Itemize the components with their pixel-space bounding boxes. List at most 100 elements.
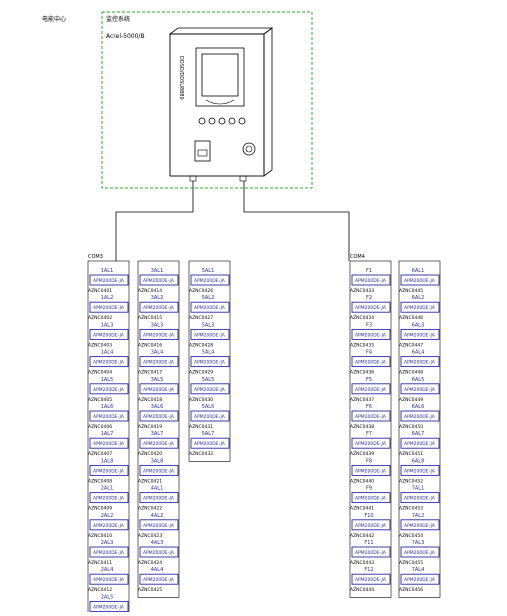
meter-box	[139, 383, 179, 395]
meter-box	[139, 437, 179, 449]
meter-tag-label: AZNC0441	[350, 506, 374, 512]
meter-top-label: 7AL1	[412, 486, 425, 492]
meter-tag-label: AZNC0416	[138, 342, 162, 348]
meter-top-label: F11	[364, 540, 373, 546]
meter-box	[351, 437, 391, 449]
meter-box	[400, 464, 440, 476]
meter-box	[400, 328, 440, 340]
meter-model-label: APM200DE-JA	[93, 550, 125, 556]
meter-model-label: APM200DE-JA	[355, 523, 387, 529]
meter-tag-label: AZNC0414	[138, 288, 162, 294]
meter-tag-label: AZNC0451	[399, 451, 423, 457]
meter-top-label: 7AL2	[412, 513, 425, 519]
meter-tag-label: AZNC0456	[399, 587, 423, 593]
meter-top-label: 5AL3	[202, 322, 215, 328]
meter-top-label: 3AL6	[151, 404, 164, 410]
meter-box	[139, 464, 179, 476]
meter-tag-label: AZNC0431	[189, 424, 213, 430]
cabinet-title: 监控系统	[106, 15, 130, 23]
monitoring-cabinet-frame	[101, 11, 313, 189]
meter-tag-label: AZNC0417	[138, 370, 162, 376]
meter-top-label: F2	[366, 295, 372, 301]
meter-model-label: APM200DE-JA	[404, 387, 436, 393]
meter-box	[351, 464, 391, 476]
meter-tag-label: AZNC0424	[138, 560, 162, 566]
meter-model-label: APM200DE-JA	[404, 332, 436, 338]
meter-top-label: F6	[366, 404, 372, 410]
meter-tag-label: AZNC0407	[88, 451, 112, 457]
meter-top-label: 3AL7	[151, 431, 164, 437]
meter-box	[89, 328, 129, 340]
meter-tag-label: AZNC0434	[350, 315, 374, 321]
meter-box	[351, 573, 391, 585]
meter-model-label: APM200DE-JA	[93, 577, 125, 583]
meter-box	[400, 410, 440, 422]
meter-top-label: 2AL2	[101, 513, 114, 519]
meter-top-label: 3AL2	[151, 295, 164, 301]
meter-tag-label: AZNC0427	[189, 315, 213, 321]
meter-model-label: APM200DE-JA	[143, 496, 175, 502]
cabinet-switch	[194, 140, 211, 162]
meter-top-label: 6AL5	[412, 377, 425, 383]
meter-tag-label: AZNC0426	[189, 288, 213, 294]
meter-tag-label: AZNC0442	[350, 533, 374, 539]
bus-com4: COM4F1APM200DE-JAAZNC0433F2APM200DE-JAAZ…	[349, 254, 441, 598]
meter-model-label: APM200DE-JA	[143, 387, 175, 393]
meter-model-label: APM200DE-JA	[194, 387, 226, 393]
meter-top-label: 3AL8	[151, 458, 164, 464]
meter-box	[351, 492, 391, 504]
meter-box	[139, 519, 179, 531]
meter-model-label: APM200DE-JA	[143, 550, 175, 556]
meter-top-label: 1AL3	[101, 322, 114, 328]
meter-top-label: 5AL1	[202, 268, 215, 274]
meter-tag-label: AZNC0402	[88, 315, 112, 321]
meter-tag-label: AZNC0450	[399, 424, 423, 430]
meter-model-label: APM200DE-JA	[355, 414, 387, 420]
meter-box	[190, 356, 230, 368]
meter-model-label: APM200DE-JA	[194, 278, 226, 284]
meter-top-label: 2AL3	[101, 540, 114, 546]
meter-tag-label: AZNC0429	[189, 370, 213, 376]
meter-top-label: 1AL6	[101, 404, 114, 410]
meter-model-label: APM200DE-JA	[355, 577, 387, 583]
meter-tag-label: AZNC0405	[88, 397, 112, 403]
meter-box	[89, 274, 129, 286]
meter-box	[190, 328, 230, 340]
meter-box	[400, 437, 440, 449]
meter-box	[89, 464, 129, 476]
meter-box	[351, 383, 391, 395]
meter-tag-label: AZNC0436	[350, 370, 374, 376]
meter-top-label: 2AL5	[101, 594, 114, 600]
meter-tag-label: AZNC0446	[399, 315, 423, 321]
meter-model-label: APM200DE-JA	[93, 278, 125, 284]
meter-model-label: APM200DE-JA	[355, 550, 387, 556]
meter-box	[400, 301, 440, 313]
meter-model-label: APM200DE-JA	[194, 441, 226, 447]
meter-model-label: APM200DE-JA	[143, 332, 175, 338]
meter-model-label: APM200DE-JA	[143, 441, 175, 447]
meter-tag-label: AZNC0448	[399, 370, 423, 376]
meter-model-label: APM200DE-JA	[194, 414, 226, 420]
meter-top-label: 4AL3	[151, 540, 164, 546]
meter-tag-label: AZNC0430	[189, 397, 213, 403]
meter-top-label: 3AL1	[151, 268, 164, 274]
meter-box	[351, 356, 391, 368]
meter-top-label: 5AL6	[202, 404, 215, 410]
